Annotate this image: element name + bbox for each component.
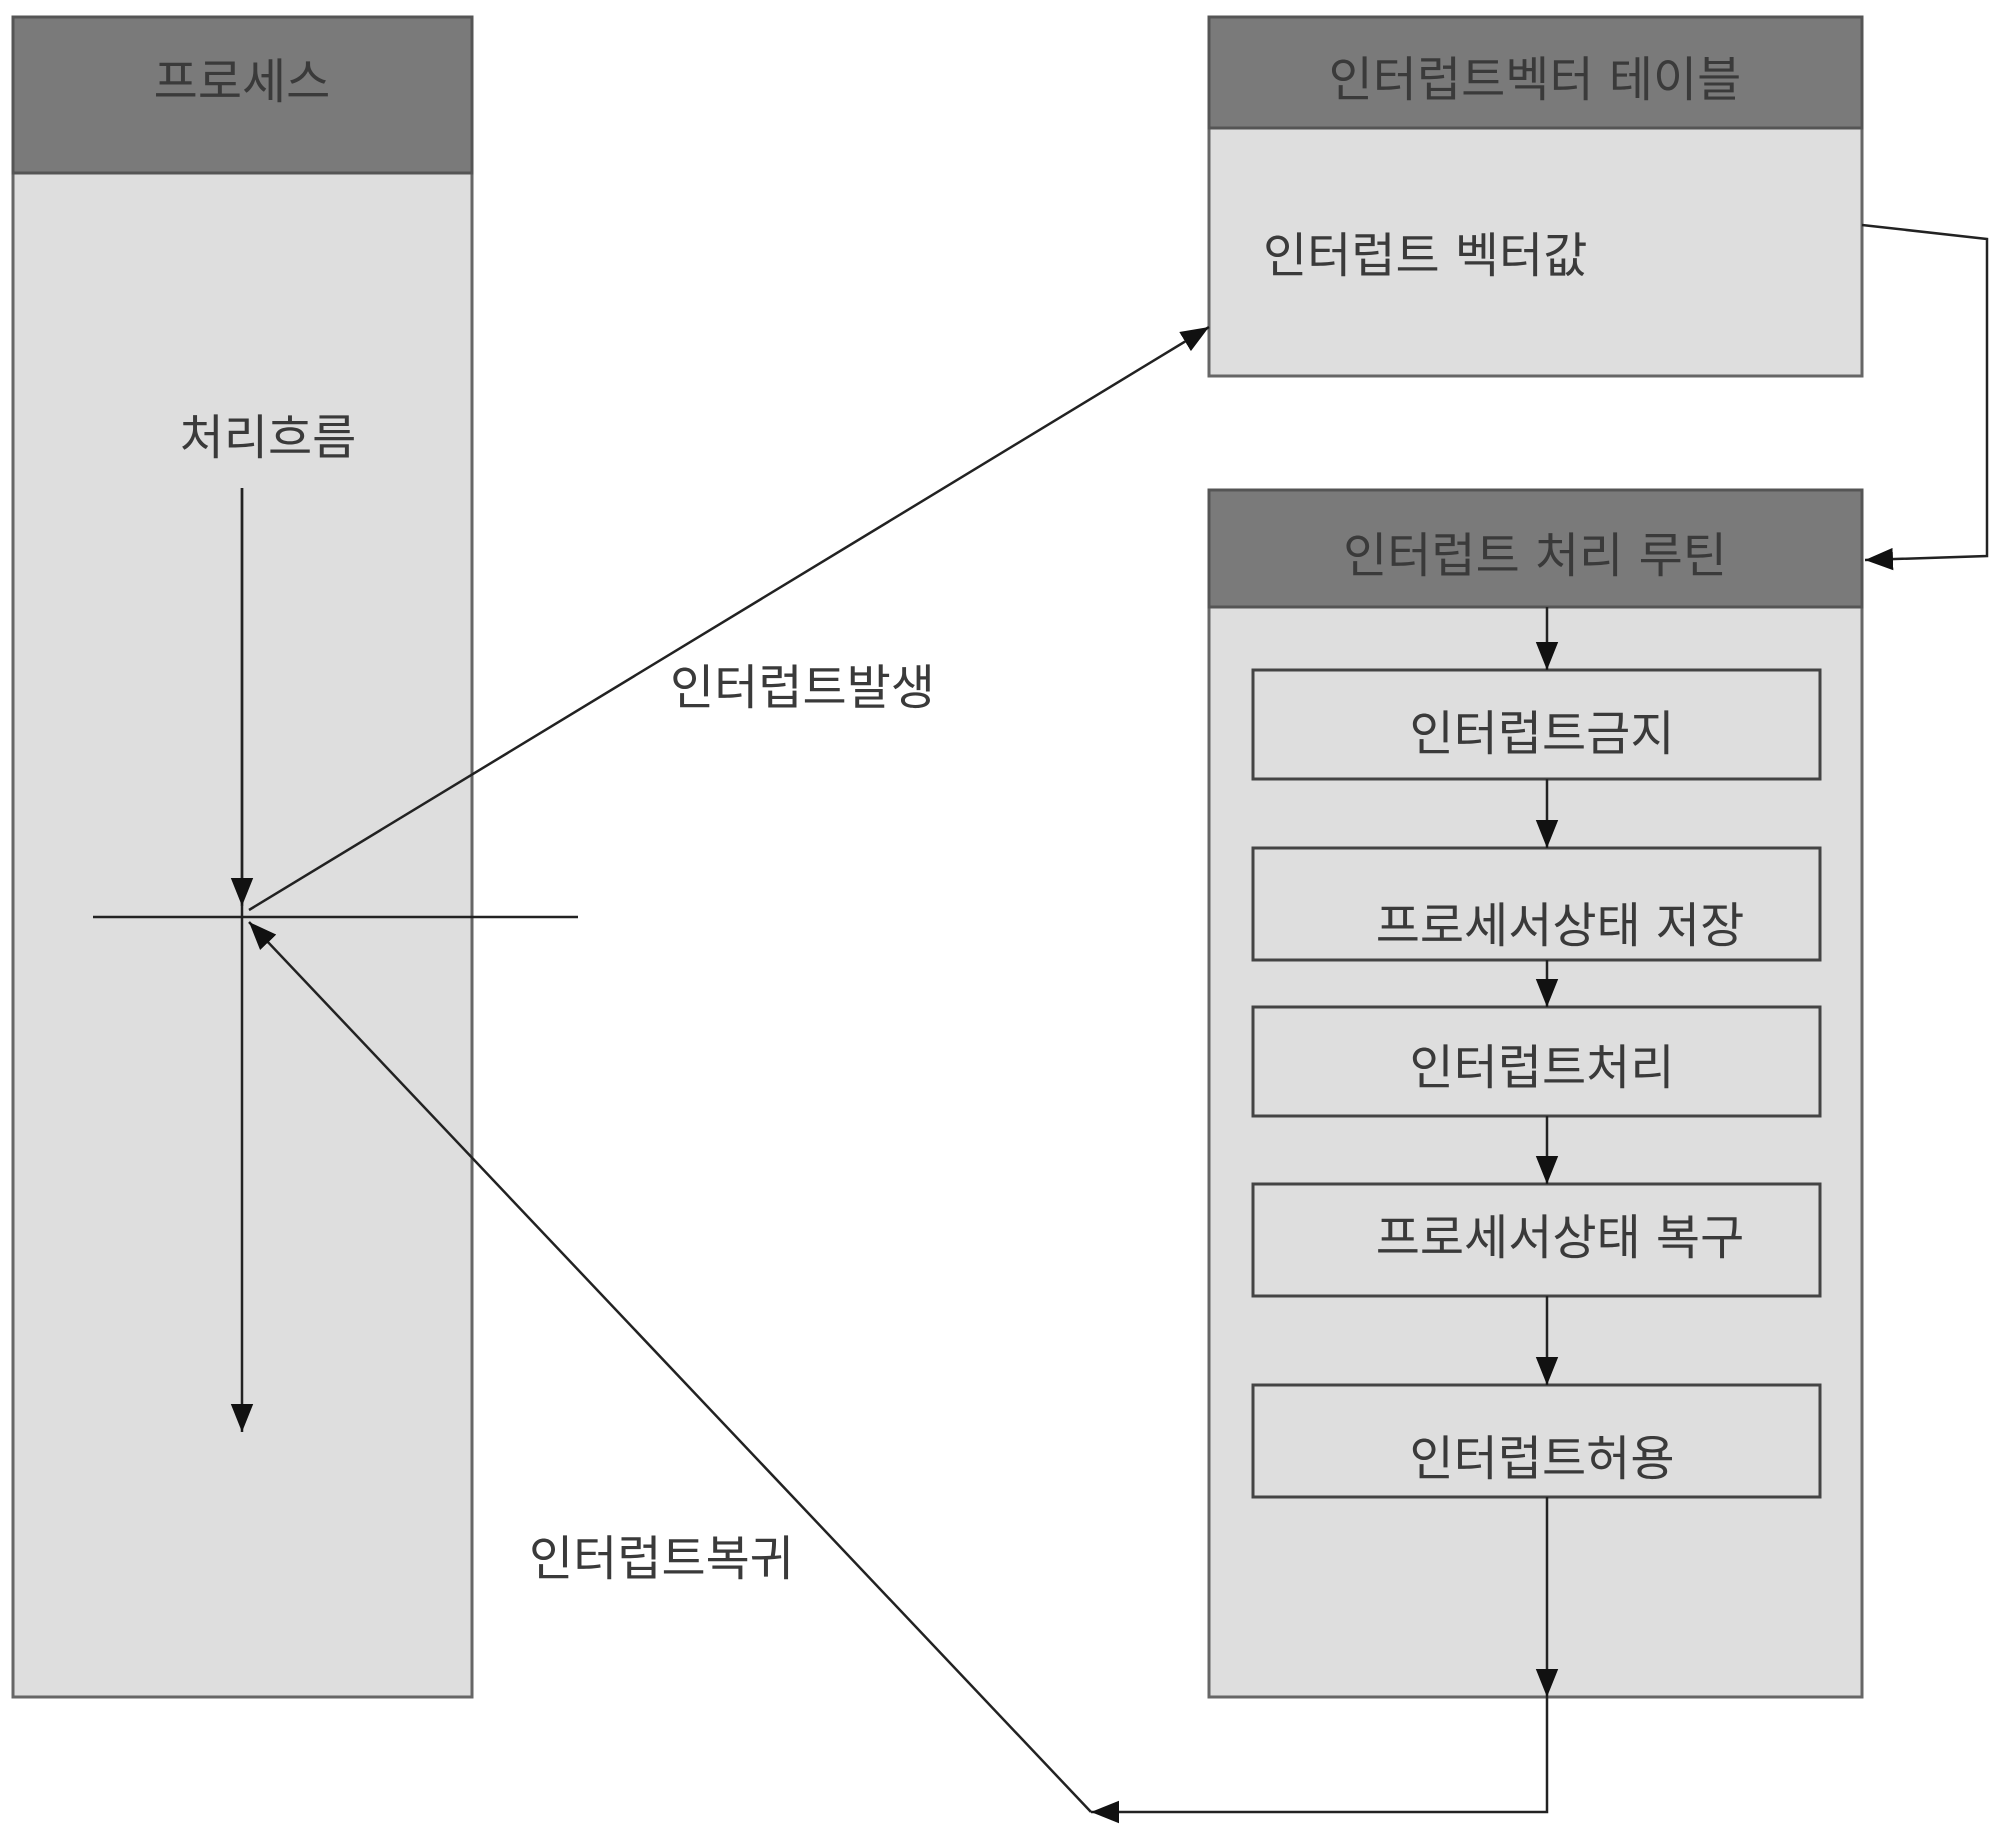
process-header — [11, 15, 474, 175]
vector-table-block: 인터럽트벡터 테이블 인터럽트 벡터값 — [1207, 15, 1864, 378]
step-label: 인터럽트처리 — [1410, 1040, 1675, 1096]
interrupt-occur-label: 인터럽트발생 — [670, 660, 935, 716]
vector-table-title: 인터럽트벡터 테이블 — [1329, 52, 1742, 108]
step-label: 인터럽트금지 — [1410, 706, 1675, 762]
interrupt-return-arrow — [248, 921, 1092, 1813]
step-box — [1251, 668, 1822, 781]
interrupt-return-label: 인터럽트복귀 — [529, 1531, 794, 1587]
step-label: 프로세서상태 복구 — [1376, 1210, 1745, 1266]
vector-table-header — [1207, 15, 1864, 130]
routine-exit-line — [1091, 1697, 1549, 1824]
vector-to-routine-arrow — [1861, 223, 1989, 571]
process-block: 프로세스 처리흐름 — [11, 15, 578, 1699]
flow-label: 처리흐름 — [180, 410, 357, 466]
interrupt-occur-arrow — [248, 325, 1210, 912]
step-label: 프로세서상태 저장 — [1376, 898, 1745, 954]
step-box — [1251, 1383, 1822, 1499]
process-title: 프로세스 — [154, 54, 331, 110]
step-box — [1251, 846, 1822, 962]
vector-value-label: 인터럽트 벡터값 — [1263, 228, 1587, 284]
step-label: 인터럽트허용 — [1410, 1431, 1675, 1487]
step-box — [1251, 1182, 1822, 1298]
routine-header — [1207, 488, 1864, 609]
routine-title: 인터럽트 처리 루틴 — [1343, 528, 1727, 584]
routine-block: 인터럽트 처리 루틴 인터럽트금지 프로세서상태 저장 인터럽트처리 프로세서상… — [1207, 488, 1864, 1699]
step-box — [1251, 1005, 1822, 1118]
